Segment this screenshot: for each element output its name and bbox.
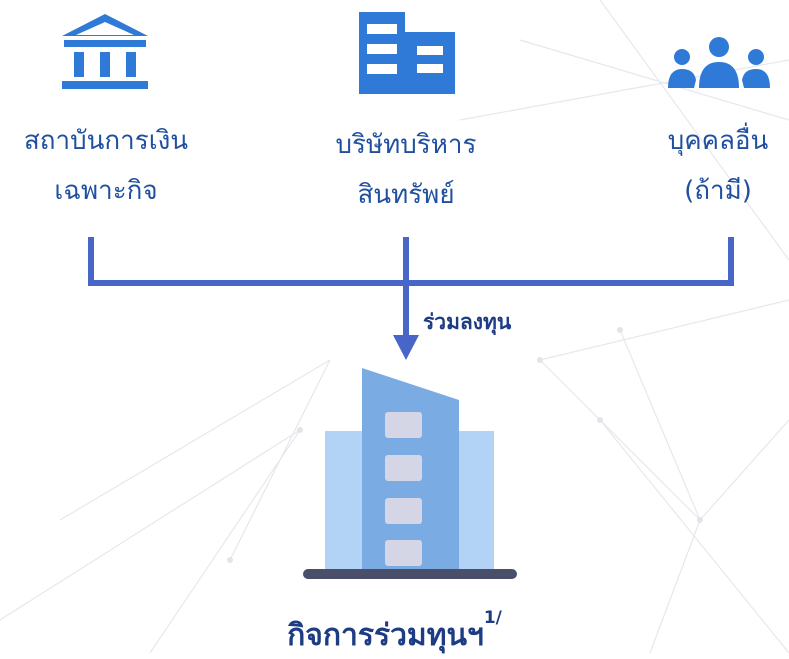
entity-label-line2: (ถ้ามี)	[684, 176, 752, 206]
arrow-head	[393, 335, 419, 360]
footnote-marker: 1/	[483, 608, 502, 628]
entity-label-line2: เฉพาะกิจ	[54, 176, 158, 206]
entity-label-line1: บริษัทบริหาร	[335, 130, 477, 160]
entity-label-line1: สถาบันการเงิน	[23, 126, 189, 156]
entity-label-asset-management-company: บริษัทบริหาร สินทรัพย์	[298, 120, 514, 220]
entity-label-line1: บุคคลอื่น	[667, 126, 769, 156]
joint-venture-text: กิจการร่วมทุนฯ	[287, 618, 484, 653]
people-group-icon	[668, 37, 770, 88]
entity-label-line2: สินทรัพย์	[357, 180, 455, 210]
entity-label-other-persons: บุคคลอื่น (ถ้ามี)	[638, 116, 789, 216]
bank-icon	[62, 14, 148, 89]
entity-label-specialized-financial-institution: สถาบันการเงิน เฉพาะกิจ	[0, 116, 212, 216]
joint-investment-label: ร่วมลงทุน	[423, 310, 512, 334]
tower-building-icon	[303, 368, 517, 579]
joint-venture-label: กิจการร่วมทุนฯ1/	[0, 608, 789, 659]
office-building-icon	[359, 12, 455, 94]
